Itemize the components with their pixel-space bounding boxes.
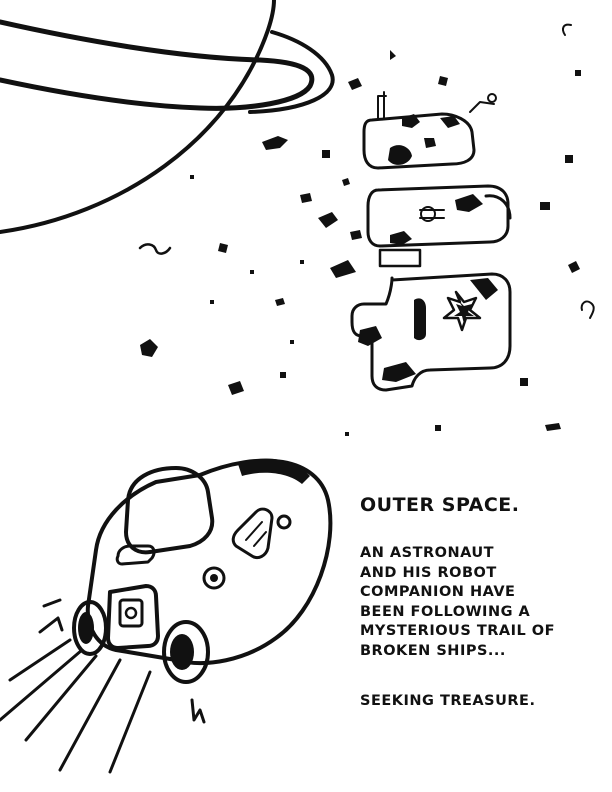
- caption-tagline: SEEKING TREASURE.: [360, 693, 536, 709]
- broken-ship-wreck: [350, 91, 512, 392]
- caption-line: AND HIS ROBOT: [360, 564, 497, 581]
- caption-heading: OUTER SPACE.: [360, 494, 520, 516]
- caption-line: MYSTERIOUS TRAIL OF: [360, 623, 556, 639]
- ringed-planet: [0, 0, 335, 234]
- caption-line: BEEN FOLLOWING A: [360, 603, 531, 620]
- space-debris-field: [138, 23, 595, 436]
- caption-line: AN ASTRONAUT: [360, 545, 495, 561]
- caption-line: COMPANION HAVE: [360, 584, 516, 600]
- caption-line: BROKEN SHIPS...: [360, 642, 506, 659]
- caption-body: AN ASTRONAUT AND HIS ROBOT COMPANION HAV…: [360, 544, 600, 661]
- space-pod-vehicle: [0, 458, 333, 774]
